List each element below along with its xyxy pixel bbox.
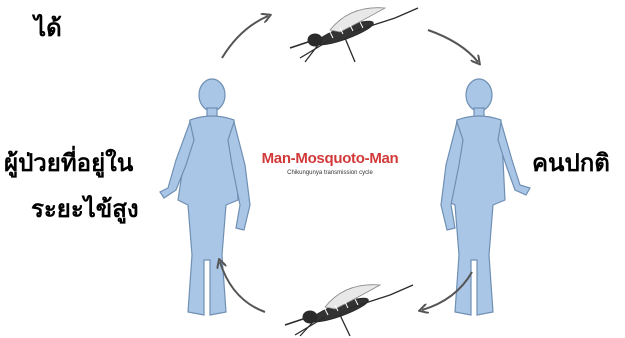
human-right-icon <box>441 79 530 315</box>
arrow-bottom-left-icon <box>220 262 265 312</box>
mosquito-top-icon <box>290 8 418 62</box>
label-normal-person: คนปกติ <box>532 151 610 175</box>
human-left-icon <box>160 79 250 315</box>
label-infected-patient-line1: ผู้ป่วยที่อยู่ใน <box>4 151 133 175</box>
center-title: Man-Mosquoto-Man <box>255 150 405 167</box>
center-subtitle: Chikungunya transmission cycle <box>255 170 405 176</box>
arrow-top-left-icon <box>222 16 268 58</box>
arrow-top-right-icon <box>428 30 478 62</box>
label-top-left-fragment: ได้ <box>34 16 62 40</box>
mosquito-bottom-icon <box>285 285 413 336</box>
label-infected-patient-line2: ระยะไข้สูง <box>31 197 139 221</box>
